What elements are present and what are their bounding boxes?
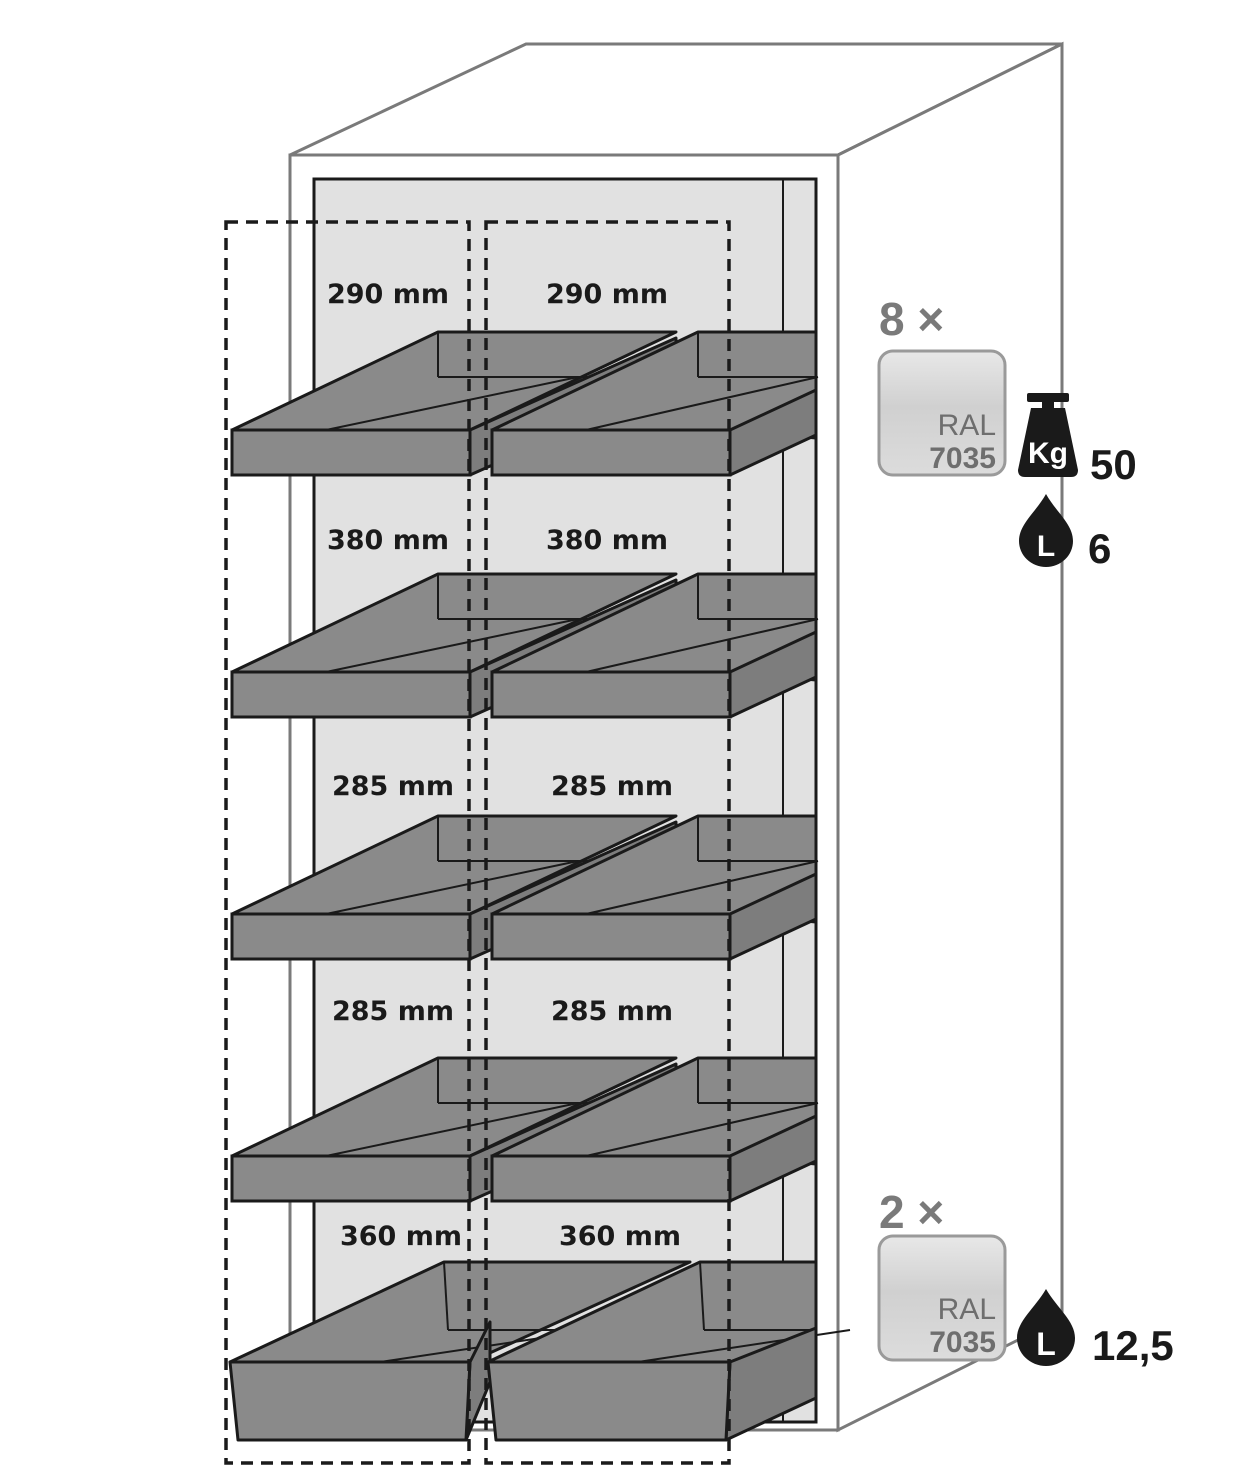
compartment-right bbox=[484, 220, 731, 1465]
compartment-outlines bbox=[224, 220, 731, 1465]
tray-floor-edge bbox=[585, 618, 819, 673]
dim-label-right-4: 285 mm bbox=[551, 996, 673, 1027]
drop-icon-label: L bbox=[1036, 1326, 1056, 1362]
dim-label-left-5: 360 mm bbox=[340, 1221, 462, 1252]
shelf-color-code: 7035 bbox=[929, 442, 996, 475]
drop-icon: L bbox=[1019, 494, 1073, 567]
bottom-tray-color-word: RAL bbox=[938, 1293, 996, 1326]
tray-front bbox=[490, 1154, 732, 1203]
dim-label-left-4: 285 mm bbox=[332, 996, 454, 1027]
tray-floor-edge bbox=[325, 376, 579, 431]
bottom-tray-rim bbox=[699, 1261, 705, 1331]
drop-icon: L bbox=[1017, 1289, 1075, 1366]
bottom-tray-rim bbox=[443, 1261, 449, 1331]
tray-floor-edge bbox=[585, 860, 819, 915]
shelf-volume-value: 6 bbox=[1088, 525, 1111, 572]
tray-floor-edge bbox=[585, 1102, 819, 1157]
bottom-tray-volume-value: 12,5 bbox=[1092, 1322, 1174, 1369]
dim-label-right-3: 285 mm bbox=[551, 771, 673, 802]
bottom-tray-spec: 2 × RAL 7035 L 12,5 bbox=[877, 1186, 1174, 1369]
shelf-tray bbox=[490, 330, 819, 477]
bottom-tray-count: 2 × bbox=[879, 1186, 944, 1238]
bottom-tray-color-code: 7035 bbox=[929, 1326, 996, 1359]
shelf-count: 8 × bbox=[879, 293, 944, 345]
tray-floor-edge bbox=[325, 1102, 579, 1157]
dim-label-left-1: 290 mm bbox=[327, 279, 449, 310]
tray-floor-edge bbox=[325, 618, 579, 673]
cabinet-side bbox=[836, 41, 1064, 1433]
shelf-color-word: RAL bbox=[938, 409, 996, 442]
weight-icon-label: Kg bbox=[1028, 437, 1068, 470]
shelf-load-value: 50 bbox=[1090, 441, 1137, 488]
bottom-tray bbox=[228, 1260, 692, 1442]
shelf-spec: 8 × RAL 7035 Kg 50 L 6 bbox=[877, 293, 1137, 572]
shelf-trays bbox=[228, 330, 851, 1442]
compartment-labels: 290 mm 290 mm 380 mm 380 mm 285 mm 285 m… bbox=[327, 279, 681, 1252]
weight-icon: Kg bbox=[1018, 393, 1078, 477]
tray-front bbox=[230, 670, 472, 719]
tray-front bbox=[230, 428, 472, 477]
tray-floor-edge bbox=[585, 376, 819, 431]
bottom-tray bbox=[486, 1260, 851, 1442]
tray-front bbox=[490, 670, 732, 719]
shelf-tray bbox=[490, 572, 819, 719]
dim-label-right-2: 380 mm bbox=[546, 525, 668, 556]
tray-front bbox=[490, 428, 732, 477]
dim-label-left-2: 380 mm bbox=[327, 525, 449, 556]
bottom-tray-color-swatch bbox=[877, 1234, 1007, 1362]
dim-label-right-5: 360 mm bbox=[559, 1221, 681, 1252]
bottom-tray-front bbox=[486, 1360, 732, 1442]
dim-label-right-1: 290 mm bbox=[546, 279, 668, 310]
tray-front bbox=[490, 912, 732, 961]
bottom-tray-front bbox=[228, 1360, 472, 1442]
shelf-tray bbox=[490, 1056, 819, 1203]
dim-label-left-3: 285 mm bbox=[332, 771, 454, 802]
compartment-left bbox=[224, 220, 471, 1465]
shelf-color-swatch bbox=[877, 349, 1007, 477]
tray-floor-edge bbox=[325, 860, 579, 915]
shelf-tray bbox=[490, 814, 819, 961]
tray-front bbox=[230, 1154, 472, 1203]
drop-icon-label: L bbox=[1037, 530, 1055, 563]
tray-front bbox=[230, 912, 472, 961]
